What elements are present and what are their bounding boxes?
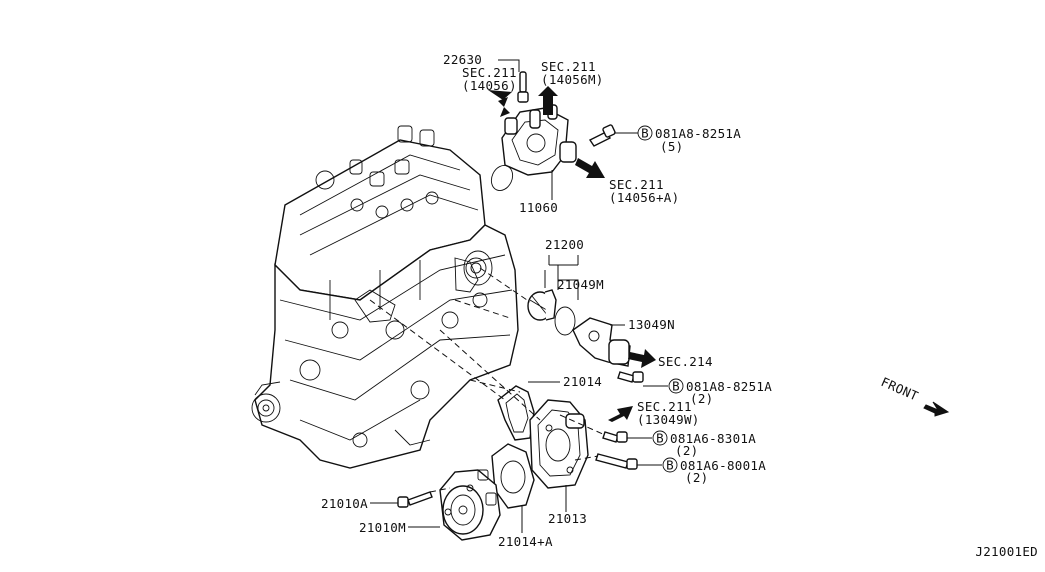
sec-arrows <box>488 86 950 422</box>
label-bolt-081a8-8251a-mid-qty: (2) <box>690 391 713 406</box>
label-sec211-14056m-a: SEC.211 <box>541 59 596 74</box>
arrow-sec211-14056a <box>575 158 605 178</box>
label-sec211-14056a-a: SEC.211 <box>609 177 664 192</box>
part-labels: 22630 SEC.211 (14056) SEC.211 (14056M) 0… <box>321 52 772 549</box>
pump-housing-gasket-21014 <box>497 385 535 441</box>
outlet-o-ring <box>490 165 514 191</box>
label-bolt-081a8-8251a-top: 081A8-8251A <box>655 126 741 141</box>
label-bolt-081a6-8301a-qty: (2) <box>675 443 698 458</box>
thermostat-seal-21049m <box>554 306 576 336</box>
bolt-081a8-8251a-top <box>588 124 616 147</box>
pump-housing-21013 <box>529 399 589 489</box>
label-sec211-13049w-a: SEC.211 <box>637 399 692 414</box>
thermostat-21200 <box>527 289 557 321</box>
bolt-marker-3: B <box>652 431 668 446</box>
arrow-sec211-14056m <box>538 86 558 115</box>
alignment-lines <box>369 267 606 493</box>
label-21014a: 21014+A <box>498 534 553 549</box>
svg-text:B: B <box>672 379 680 394</box>
water-outlet-11060 <box>501 71 577 176</box>
label-bolt-081a8-8251a-top-qty: (5) <box>660 139 683 154</box>
svg-text:B: B <box>656 431 664 446</box>
label-sec211-14056-a: SEC.211 <box>462 65 517 80</box>
arrow-sec211-13049w <box>608 406 633 422</box>
label-11060: 11060 <box>519 200 558 215</box>
label-13049n: 13049N <box>628 317 675 332</box>
label-sec214: SEC.214 <box>658 354 713 369</box>
label-sec211-14056-b: (14056) <box>462 78 517 93</box>
label-bolt-081a6-8001a-qty: (2) <box>685 470 708 485</box>
label-sec211-14056a-b: (14056+A) <box>609 190 679 205</box>
label-bolt-081a8-8251a-mid: 081A8-8251A <box>686 379 772 394</box>
label-21200: 21200 <box>545 237 584 252</box>
arrow-front <box>923 401 950 417</box>
label-21013: 21013 <box>548 511 587 526</box>
bolt-081a6-8001a <box>595 453 638 470</box>
leader-lines <box>370 59 668 533</box>
arrow-sec211-14056 <box>488 90 512 117</box>
water-pump-21010m <box>439 469 501 541</box>
label-sec211-13049w-b: (13049W) <box>637 412 700 427</box>
label-bolt-081a6-8001a: 081A6-8001A <box>680 458 766 473</box>
label-22630: 22630 <box>443 52 482 67</box>
label-21014: 21014 <box>563 374 602 389</box>
label-21010m: 21010M <box>359 520 406 535</box>
bolt-081a6-8301a <box>602 431 628 443</box>
bolt-marker-1: B <box>637 126 653 141</box>
arrow-sec214 <box>628 349 656 368</box>
label-21049m: 21049M <box>557 277 604 292</box>
thermostat-housing-gasket <box>463 250 493 286</box>
diagram-code: J21001ED <box>975 544 1038 559</box>
front-label: FRONT <box>879 374 921 404</box>
svg-text:B: B <box>641 126 649 141</box>
bolt-081a8-8251a-mid <box>617 371 644 383</box>
svg-text:B: B <box>666 458 674 473</box>
bolt-marker-2: B <box>668 379 684 394</box>
label-bolt-081a6-8301a: 081A6-8301A <box>670 431 756 446</box>
label-21010a: 21010A <box>321 496 368 511</box>
engine-block <box>251 125 519 469</box>
bolt-21010a <box>397 491 433 508</box>
bolt-marker-4: B <box>662 458 678 473</box>
label-sec211-14056m-b: (14056M) <box>541 72 604 87</box>
